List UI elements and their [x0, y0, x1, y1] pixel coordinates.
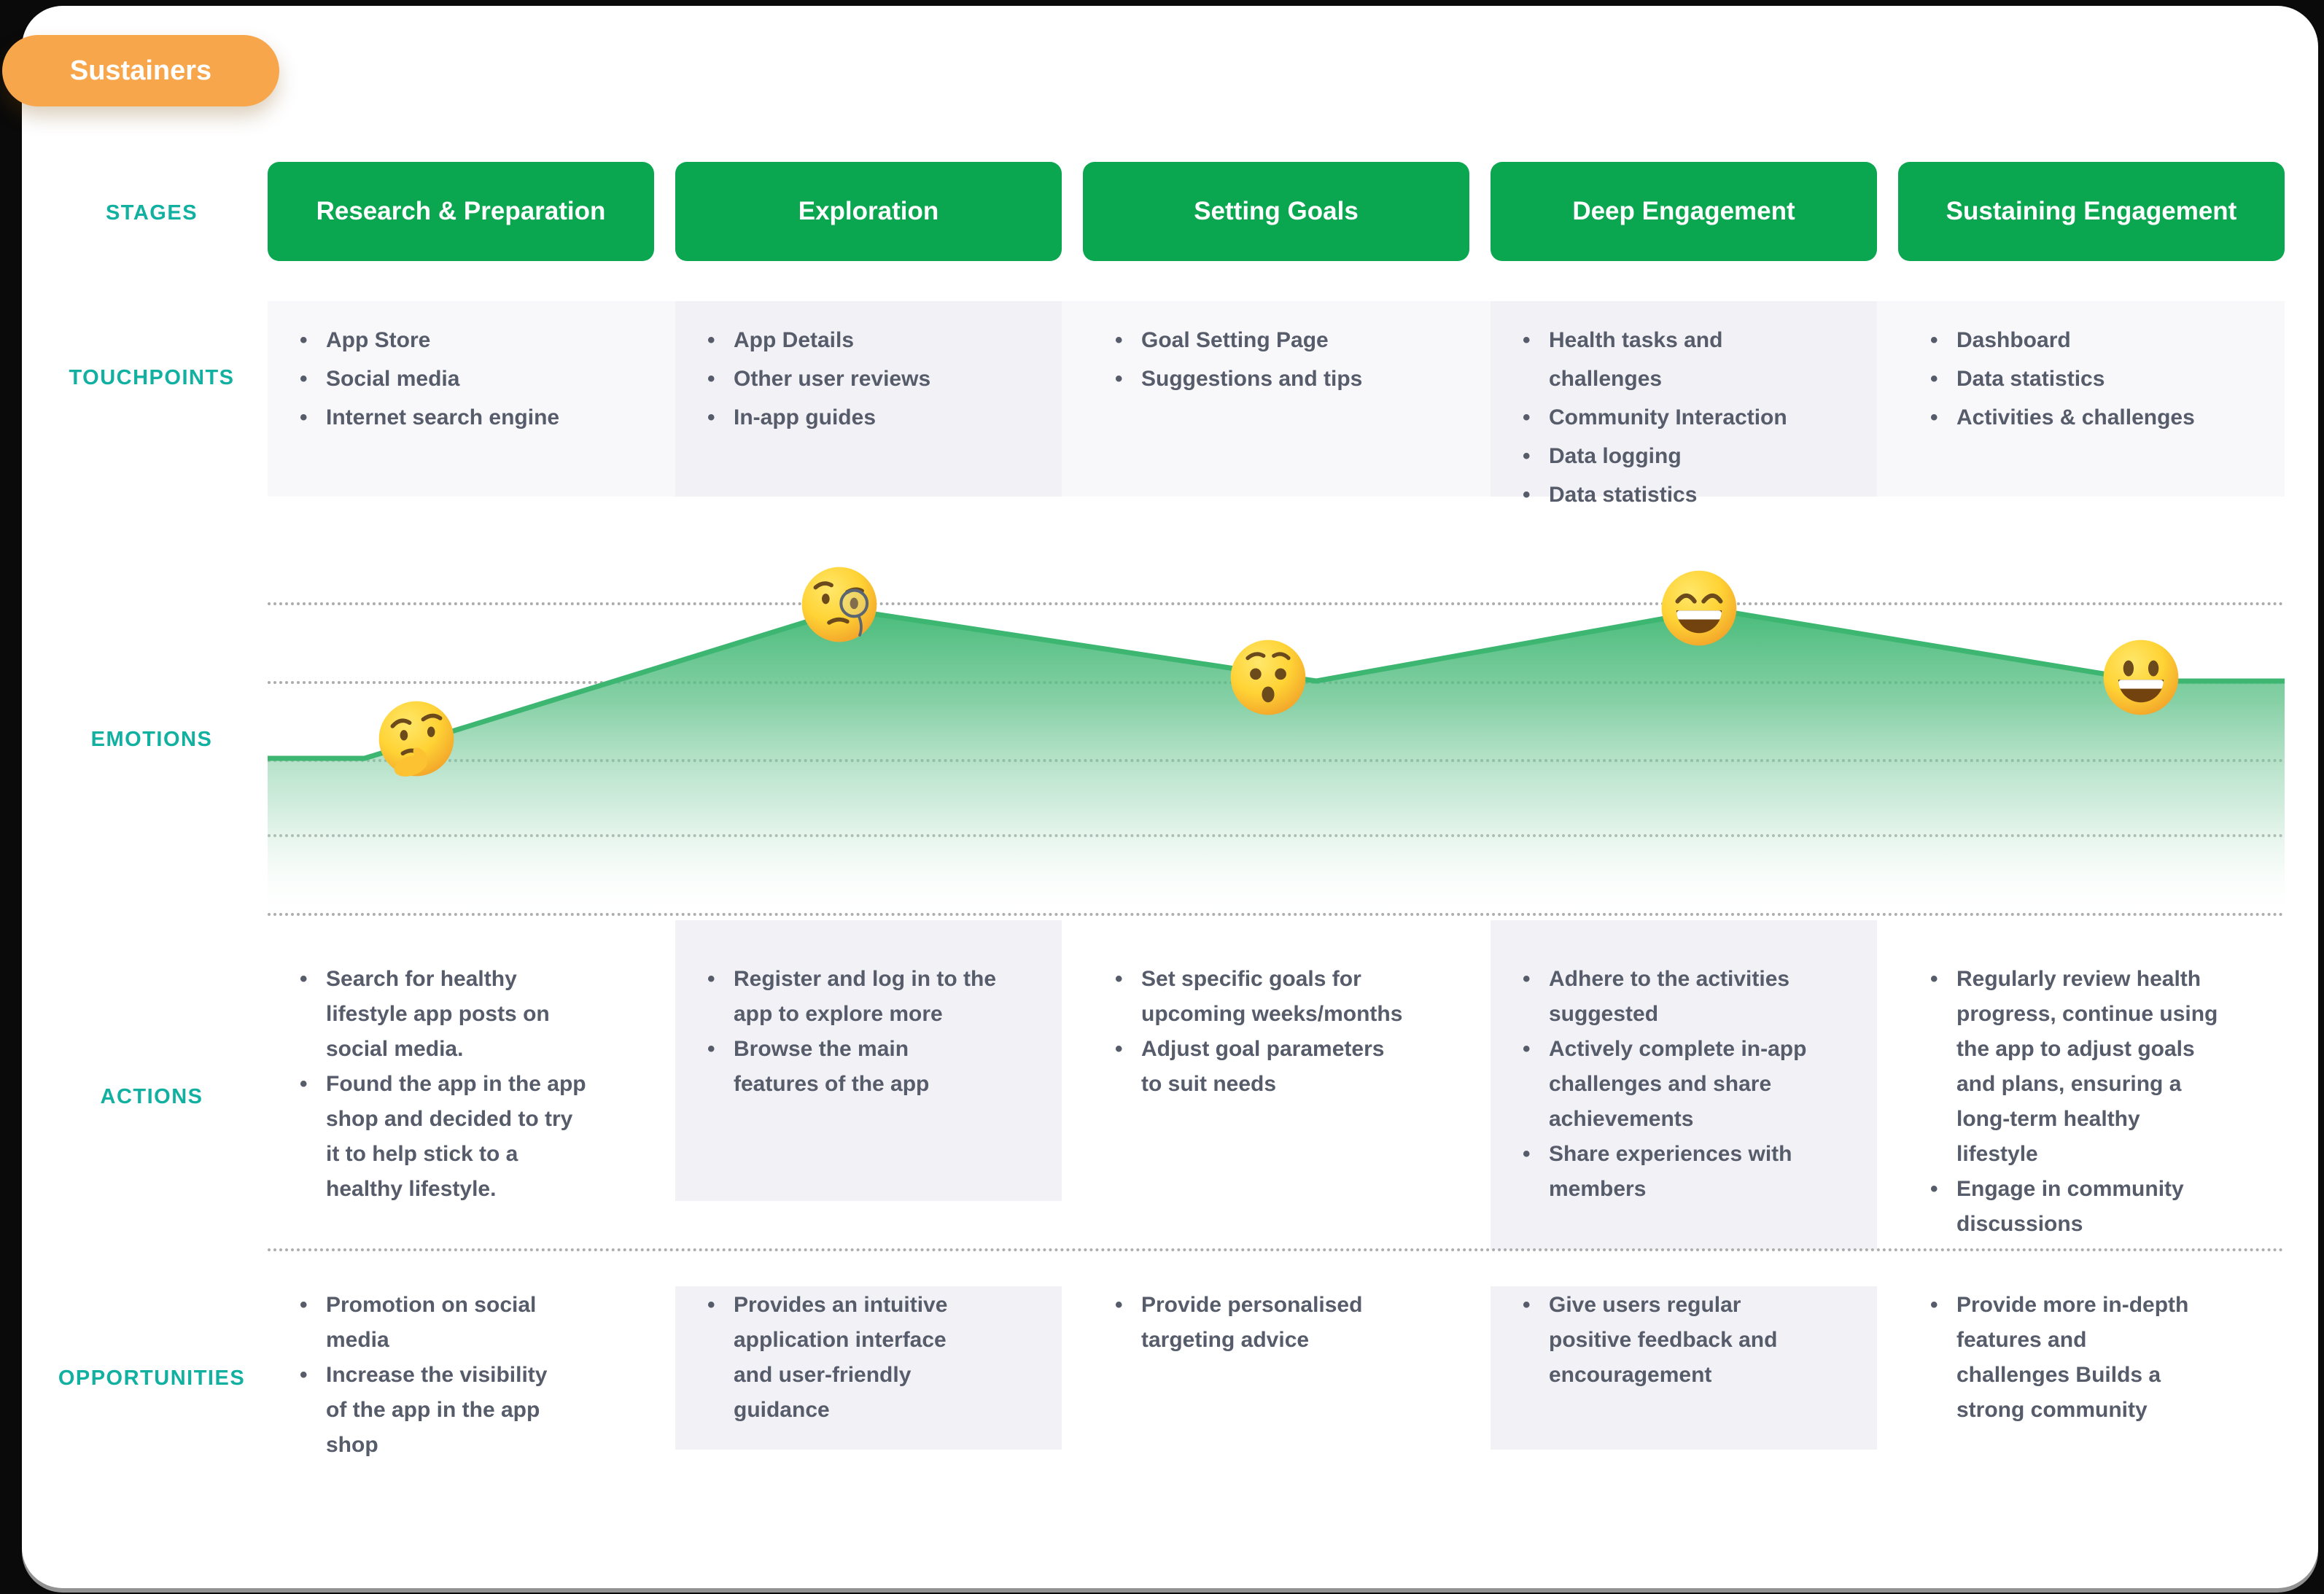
opportunities-list-1: Promotion on social mediaIncrease the vi… [268, 1288, 654, 1463]
stages-row: Research & Preparation Exploration Setti… [268, 162, 2285, 261]
list-item: App Details [675, 321, 996, 359]
stage-header-setting-goals: Setting Goals [1083, 162, 1469, 261]
list-item: Provide personalised targeting advice [1083, 1288, 1375, 1358]
list-item: Adhere to the activities suggested [1491, 962, 1811, 1032]
touchpoints-list-2: App DetailsOther user reviewsIn-app guid… [675, 301, 1062, 514]
list-item: Register and log in to the app to explor… [675, 962, 996, 1032]
row-label-opportunities: OPPORTUNITIES [58, 1366, 246, 1390]
actions-row: Search for healthy lifestyle app posts o… [268, 962, 2285, 1242]
row-label-stages: STAGES [105, 201, 198, 225]
emotion-gridline-1 [268, 602, 2285, 605]
list-item: Activities & challenges [1898, 398, 2219, 437]
stage-header-exploration: Exploration [675, 162, 1062, 261]
list-item: Actively complete in-app challenges and … [1491, 1032, 1811, 1137]
opportunities-list-5: Provide more in-depth features and chall… [1898, 1288, 2285, 1463]
stage-header-research-preparation: Research & Preparation [268, 162, 654, 261]
list-item: Regularly review health progress, contin… [1898, 962, 2219, 1172]
list-item: Data logging [1491, 437, 1811, 475]
grinning-face-with-big-eyes-emoji [2103, 639, 2179, 715]
touchpoints-list-3: Goal Setting PageSuggestions and tips [1083, 301, 1469, 514]
list-item: Increase the visibility of the app in th… [268, 1358, 559, 1463]
emotion-curve-area [268, 607, 2285, 917]
persona-badge-label: Sustainers [69, 55, 212, 86]
actions-opportunities-divider [268, 1248, 2285, 1251]
list-item: Engage in community discussions [1898, 1172, 2219, 1242]
row-label-emotions: EMOTIONS [90, 728, 213, 751]
persona-badge: Sustainers [2, 35, 279, 106]
list-item: Give users regular positive feedback and… [1491, 1288, 1782, 1393]
list-item: Other user reviews [675, 359, 996, 398]
list-item: In-app guides [675, 398, 996, 437]
touchpoints-list-5: DashboardData statisticsActivities & cha… [1898, 301, 2285, 514]
actions-list-5: Regularly review health progress, contin… [1898, 962, 2285, 1242]
actions-list-2: Register and log in to the app to explor… [675, 962, 1062, 1242]
row-label-actions: ACTIONS [100, 1085, 203, 1108]
list-item: Adjust goal parameters to suit needs [1083, 1032, 1404, 1102]
stage-header-sustaining-engagement: Sustaining Engagement [1898, 162, 2285, 261]
touchpoints-row: App StoreSocial mediaInternet search eng… [268, 301, 2285, 514]
list-item: Search for healthy lifestyle app posts o… [268, 962, 588, 1067]
list-item: Set specific goals for upcoming weeks/mo… [1083, 962, 1404, 1032]
list-item: Share experiences with members [1491, 1137, 1811, 1207]
grinning-face-with-smiling-eyes-emoji [1661, 570, 1737, 646]
list-item: Goal Setting Page [1083, 321, 1404, 359]
stage-header-deep-engagement: Deep Engagement [1491, 162, 1877, 261]
opportunities-list-4: Give users regular positive feedback and… [1491, 1288, 1877, 1463]
opportunities-row: Promotion on social mediaIncrease the vi… [268, 1288, 2285, 1463]
list-item: Internet search engine [268, 398, 588, 437]
list-item: Promotion on social media [268, 1288, 559, 1358]
actions-list-1: Search for healthy lifestyle app posts o… [268, 962, 654, 1242]
opportunities-list-2: Provides an intuitive application interf… [675, 1288, 1062, 1463]
list-item: Browse the main features of the app [675, 1032, 996, 1102]
actions-list-3: Set specific goals for upcoming weeks/mo… [1083, 962, 1469, 1242]
list-item: Data statistics [1491, 475, 1811, 514]
list-item: App Store [268, 321, 588, 359]
list-item: Social media [268, 359, 588, 398]
list-item: Provides an intuitive application interf… [675, 1288, 967, 1428]
list-item: Community Interaction [1491, 398, 1811, 437]
thinking-face-emoji [378, 701, 454, 777]
list-item: Found the app in the app shop and decide… [268, 1067, 588, 1207]
touchpoints-list-4: Health tasks and challengesCommunity Int… [1491, 301, 1877, 514]
emotion-area-fill [268, 610, 2285, 917]
opportunities-list-3: Provide personalised targeting advice [1083, 1288, 1469, 1463]
row-label-touchpoints: TOUCHPOINTS [69, 366, 235, 389]
list-item: Dashboard [1898, 321, 2219, 359]
list-item: Health tasks and challenges [1491, 321, 1811, 398]
touchpoints-list-1: App StoreSocial mediaInternet search eng… [268, 301, 654, 514]
list-item: Provide more in-depth features and chall… [1898, 1288, 2190, 1428]
list-item: Data statistics [1898, 359, 2219, 398]
face-with-monocle-emoji [801, 567, 877, 642]
actions-list-4: Adhere to the activities suggestedActive… [1491, 962, 1877, 1242]
list-item: Suggestions and tips [1083, 359, 1404, 398]
hushed-face-emoji [1230, 639, 1306, 715]
